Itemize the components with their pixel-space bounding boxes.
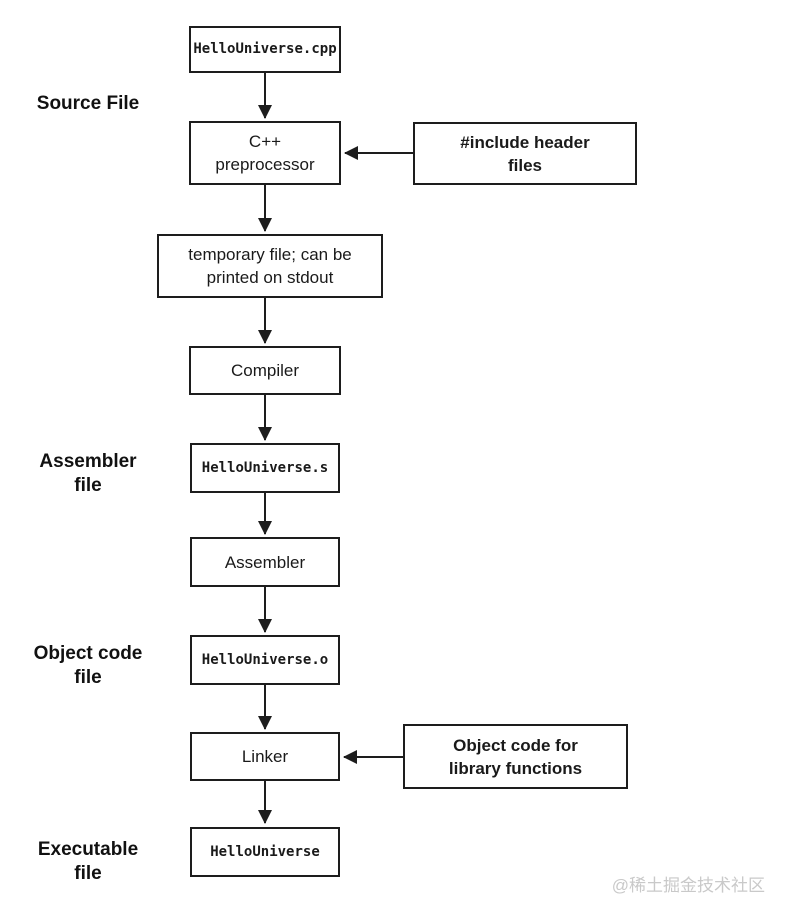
node-object-file: HelloUniverse.o [190, 635, 340, 685]
node-executable: HelloUniverse [190, 827, 340, 877]
node-compiler: Compiler [189, 346, 341, 395]
node-temporary-file: temporary file; can be printed on stdout [157, 234, 383, 298]
node-include-headers: #include header files [413, 122, 637, 185]
node-linker: Linker [190, 732, 340, 781]
stage-label-source-file: Source File [36, 93, 140, 114]
node-source-file: HelloUniverse.cpp [189, 26, 341, 73]
stage-label-executable-file: Executable file [37, 839, 139, 884]
stage-label-assembler-file: Assembler file [39, 451, 137, 496]
node-object-code-library: Object code for library functions [403, 724, 628, 789]
node-cpp-preprocessor: C++ preprocessor [189, 121, 341, 185]
watermark-text: @稀土掘金技术社区 [611, 876, 765, 895]
stage-label-object-code-file: Object code file [33, 643, 143, 688]
node-assembly-file: HelloUniverse.s [190, 443, 340, 493]
node-assembler: Assembler [190, 537, 340, 587]
